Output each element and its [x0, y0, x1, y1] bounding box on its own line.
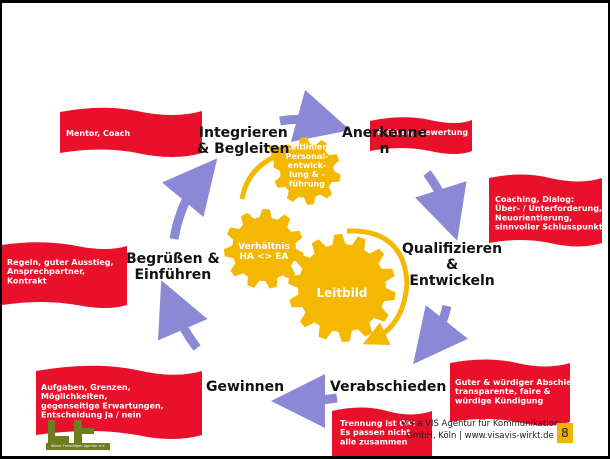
svg-text:Aufgaben, Grenzen,Möglichkeite: Aufgaben, Grenzen,Möglichkeiten,gegensei… — [41, 383, 164, 420]
svg-text:Mentor, Coach: Mentor, Coach — [66, 129, 131, 138]
stage-qualifizieren: Qualifizieren&Entwickeln — [402, 241, 503, 289]
cycle-arrow-bottom — [271, 373, 338, 428]
flag-pruefung: Prüfung, Bewertung — [370, 117, 472, 154]
cycle-arrow-top-left — [161, 158, 218, 240]
gear-leitbild-shape — [288, 234, 396, 342]
logo: Kölner Freiwilligen Agentur e.V. — [46, 420, 110, 450]
cycle-arrow-top-right — [415, 170, 467, 241]
stage-begruessen: Begrüßen &Einführen — [126, 251, 220, 283]
gear-verhaeltnis — [224, 209, 304, 289]
svg-text:Regeln, guter Ausstieg,Ansprec: Regeln, guter Ausstieg,Ansprechpartner,K… — [7, 258, 114, 285]
cycle-arrow-top — [279, 89, 351, 142]
flag-abschied: Guter & würdiger Abschied,transparente, … — [450, 359, 580, 426]
gear-leitlinien — [273, 137, 341, 205]
cycle-arrow-bottom-right — [413, 304, 468, 365]
flag-mentor: Mentor, Coach — [60, 107, 202, 157]
stage-verabschieden: Verabschieden — [330, 379, 447, 395]
stage-integrieren: Integrieren& Begleiten — [197, 125, 290, 157]
gear-leitbild — [288, 234, 396, 342]
svg-text:Guter & würdiger Abschied,tran: Guter & würdiger Abschied,transparente, … — [455, 378, 580, 405]
stage-gewinnen: Gewinnen — [206, 379, 285, 395]
footer-text: VIS a VIS Agentur für Kommunikation GmbH… — [400, 419, 560, 441]
inner-arrow-right — [346, 228, 410, 346]
gear-leitlinien-shape — [273, 137, 341, 205]
svg-text:Coaching, Dialog:Über- / Unter: Coaching, Dialog:Über- / Unterforderung,… — [495, 195, 603, 232]
cycle-arrow-bottom-left — [158, 280, 208, 351]
gear-label-leitbild: Leitbild — [316, 286, 367, 300]
flag-coaching: Coaching, Dialog:Über- / Unterforderung,… — [489, 174, 603, 247]
svg-text:Prüfung, Bewertung: Prüfung, Bewertung — [377, 128, 468, 137]
gear-verhaeltnis-shape — [224, 209, 304, 289]
logo-caption: Kölner Freiwilligen Agentur e.V. — [46, 443, 110, 450]
inner-arrow-top — [239, 145, 296, 200]
page-number: 8 — [557, 423, 573, 443]
flag-regeln: Regeln, guter Ausstieg,Ansprechpartner,K… — [2, 242, 127, 308]
